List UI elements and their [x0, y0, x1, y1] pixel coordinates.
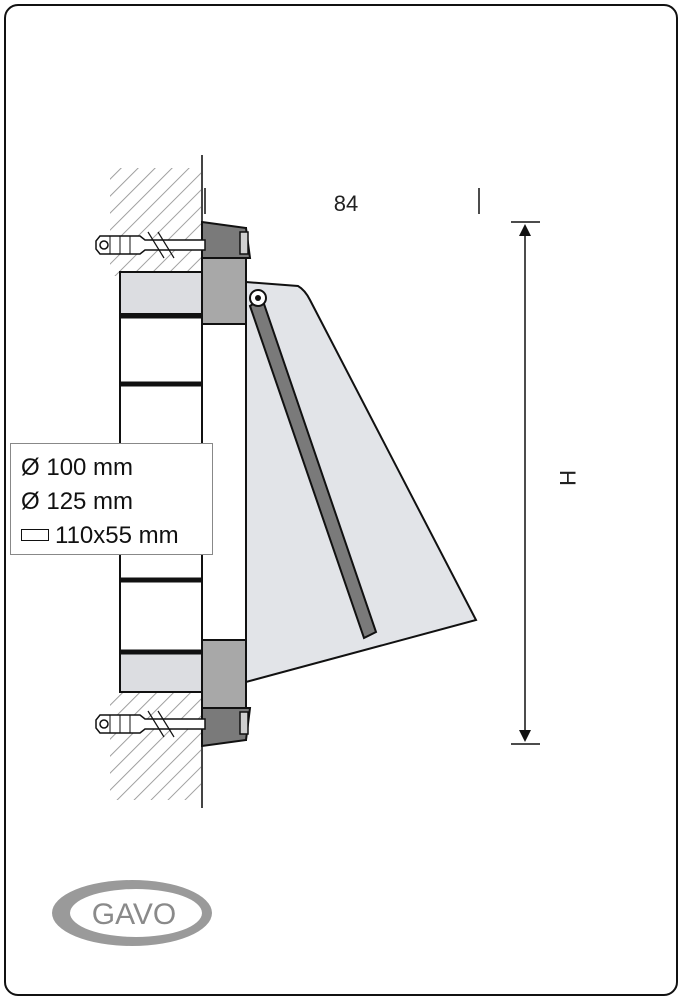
legend-item-100: Ø 100 mm [21, 454, 133, 482]
rectangle-icon [21, 528, 49, 541]
flap [248, 289, 378, 640]
gavo-logo: GAVO [52, 880, 212, 946]
size-legend: Ø 100 mm Ø 125 mm 110x55 mm [10, 443, 213, 555]
wall-plug-bottom [95, 710, 206, 738]
height-dimension-label: H [555, 470, 580, 486]
front-plate [201, 220, 252, 748]
legend-item-125: Ø 125 mm [21, 488, 133, 516]
wall-plug-top [95, 231, 206, 259]
height-dimension: H [511, 221, 580, 745]
legend-item-text: 100 mm [46, 454, 134, 481]
legend-item-text: 110x55 mm [55, 522, 179, 549]
legend-item-text: 125 mm [46, 488, 134, 515]
legend-item-110x55: 110x55 mm [21, 522, 179, 550]
diameter-symbol: Ø [21, 488, 40, 515]
diameter-symbol: Ø [21, 454, 40, 481]
width-dimension-label: 84 [334, 191, 358, 216]
logo-text: GAVO [92, 898, 176, 931]
hood [245, 280, 478, 684]
width-dimension: 84 [204, 188, 480, 216]
